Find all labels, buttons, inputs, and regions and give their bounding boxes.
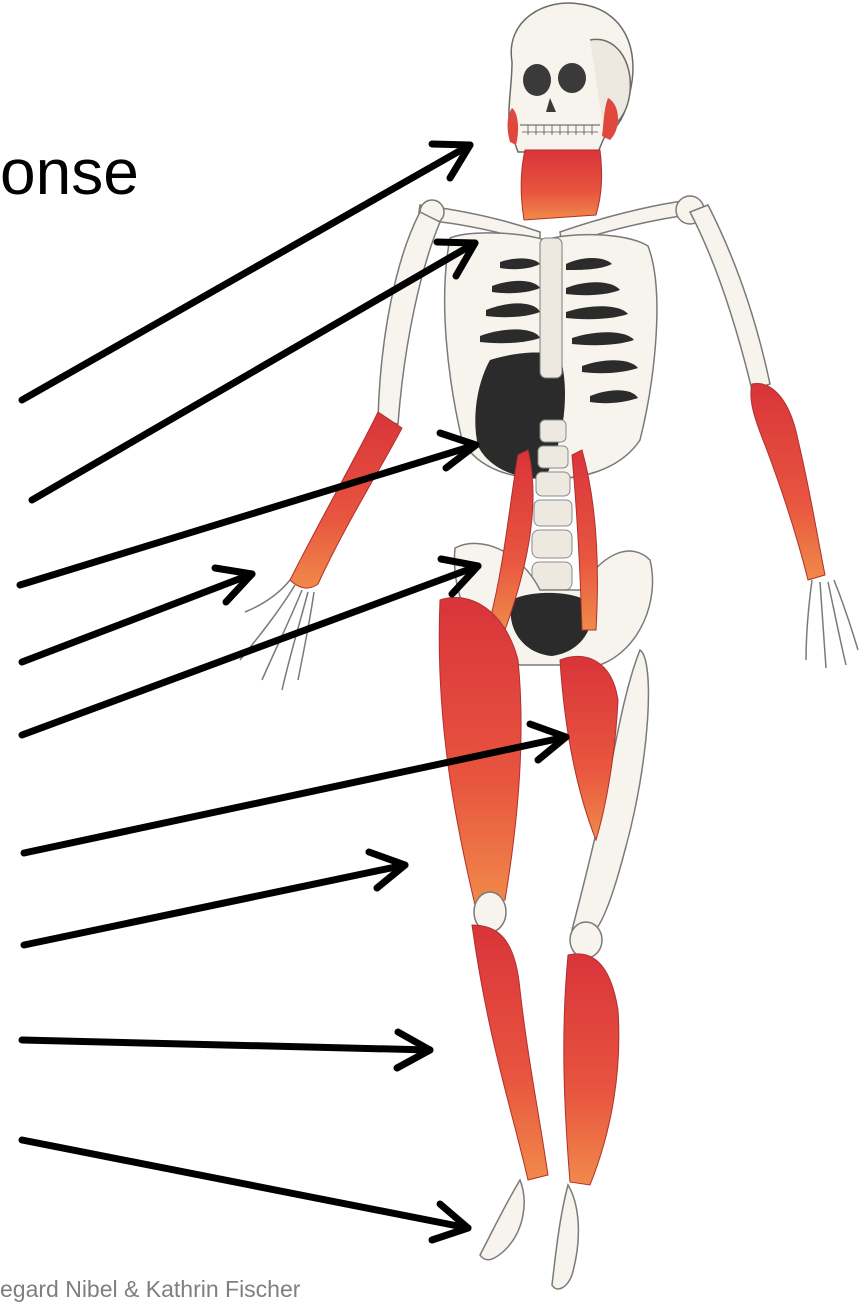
arrow-chest (32, 242, 475, 500)
image-credit: egard Nibel & Kathrin Fischer (0, 1276, 300, 1303)
right-lower-leg-muscles (564, 954, 619, 1185)
slide-title-fragment: onse (0, 140, 139, 204)
right-hand (806, 580, 858, 668)
right-arm (690, 205, 825, 580)
left-hand (240, 580, 314, 690)
left-foot (480, 1180, 524, 1260)
left-lower-leg-muscles (472, 925, 548, 1180)
arrow-hip-flexor (22, 559, 478, 735)
arrow-diaphragm (20, 433, 476, 585)
arrow-hand-forearm (22, 568, 252, 662)
neck-muscles (521, 150, 602, 220)
right-thigh (560, 650, 648, 935)
arrow-foot (22, 1140, 468, 1240)
arrow-lower-leg (22, 1032, 430, 1068)
skull (508, 3, 633, 152)
left-arm (290, 212, 440, 588)
arrow-thigh (24, 852, 405, 945)
right-foot (552, 1185, 578, 1289)
right-knee (570, 922, 602, 958)
